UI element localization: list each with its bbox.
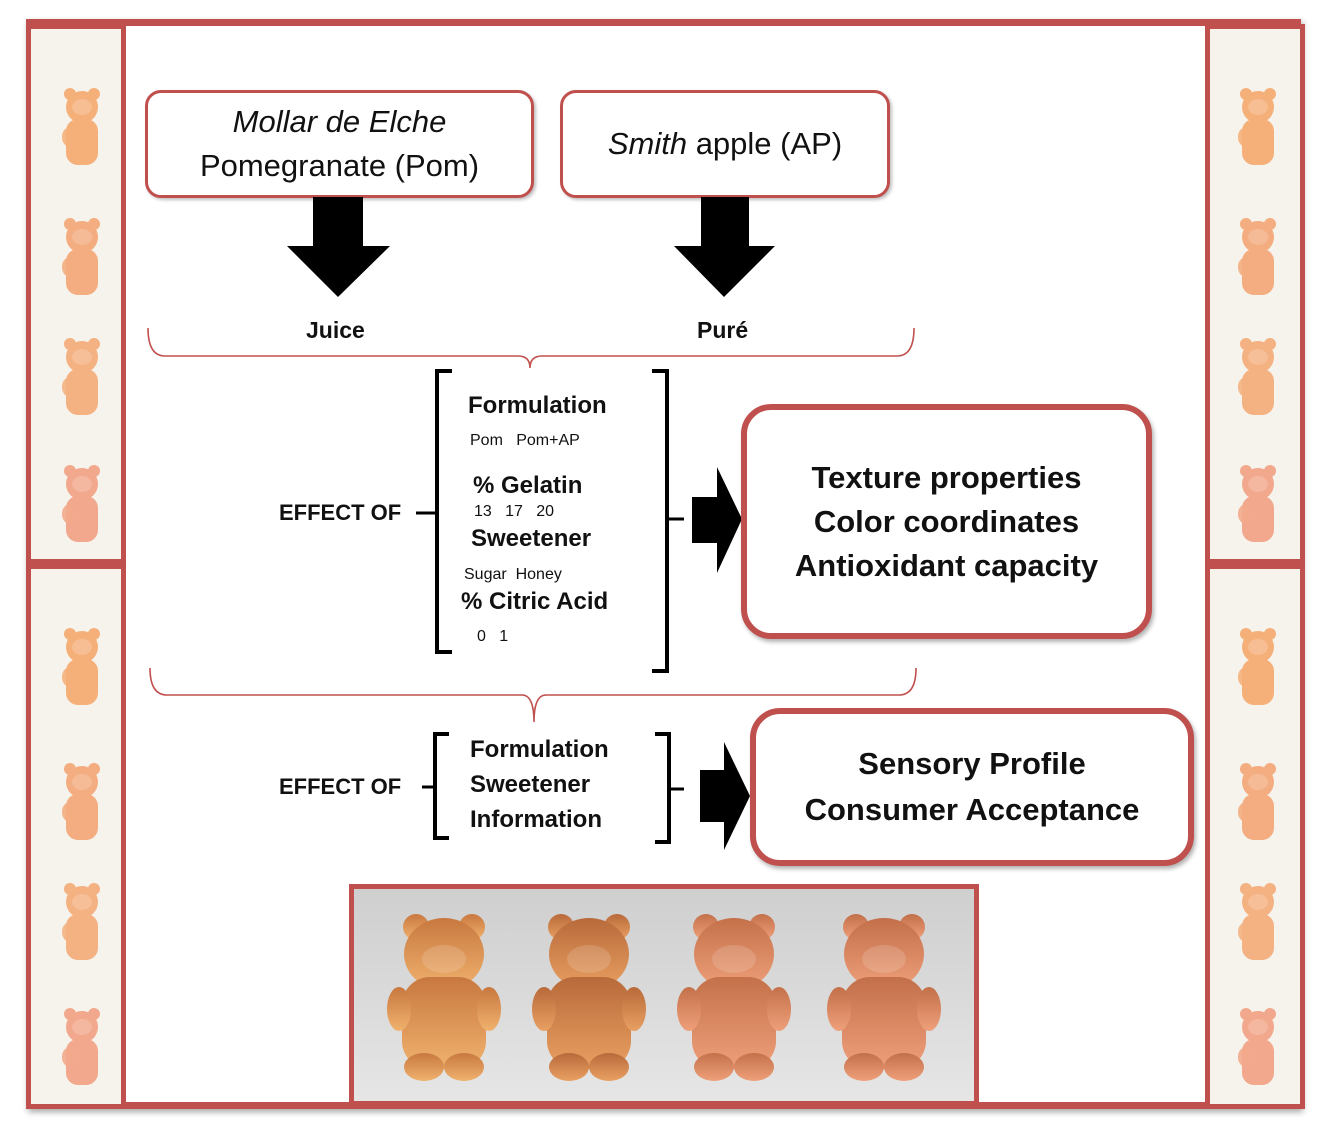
right-bracket-1 <box>652 369 669 673</box>
gummy-bear-icon <box>62 628 100 705</box>
gummy-bear-icon <box>1238 338 1276 415</box>
pure-label: Puré <box>697 317 749 343</box>
formulation-levels: Pom Pom+AP <box>470 432 580 449</box>
gummy-bear-icon <box>62 763 100 840</box>
arrow-icon <box>692 467 742 573</box>
factor-formulation: Formulation <box>468 392 607 419</box>
left-bracket-1 <box>435 369 452 654</box>
factor-sweetener: Sweetener <box>471 525 592 552</box>
gummy-bear-icon <box>1238 883 1276 960</box>
factor2-formulation: Formulation <box>470 736 609 763</box>
gummy-bear-icon <box>1238 1008 1276 1085</box>
pomegranate-label: Pomegranate (Pom) <box>199 148 480 183</box>
gummy-bear-icon <box>62 465 100 542</box>
sweetener-levels: Sugar Honey <box>464 566 562 583</box>
pomegranate-box: Mollar de Elche Pomegranate (Pom) <box>145 90 534 198</box>
gummy-bear-icon <box>1238 628 1276 705</box>
factor-gelatin: % Gelatin <box>473 472 583 499</box>
gummy-bear-icon <box>62 88 100 165</box>
right-bracket-2 <box>655 732 671 844</box>
apple-box: Smith apple (AP) <box>560 90 890 198</box>
arrow-icon <box>700 742 750 850</box>
outcome-acceptance: Consumer Acceptance <box>804 792 1140 827</box>
gummy-bear-icon <box>827 914 941 1081</box>
brace-bottom <box>149 667 917 723</box>
outcome-color: Color coordinates <box>813 503 1080 539</box>
factor2-information: Information <box>470 806 602 833</box>
arrow-icon <box>674 197 775 297</box>
gummy-bear-icon <box>532 914 646 1081</box>
juice-label: Juice <box>306 317 365 343</box>
factor-citric-acid: % Citric Acid <box>461 588 609 615</box>
effect-of-label-2: EFFECT OF <box>279 774 402 799</box>
outcome-sensory: Sensory Profile <box>858 746 1086 781</box>
pomegranate-variety: Mollar de Elche <box>232 104 447 139</box>
gummy-bear-icon <box>1238 465 1276 542</box>
gelatin-levels: 13 17 20 <box>474 503 555 520</box>
factor2-sweetener: Sweetener <box>470 771 591 798</box>
gummy-bear-icon <box>1238 218 1276 295</box>
gummy-bear-icon <box>62 1008 100 1085</box>
effect-of-label-1: EFFECT OF <box>279 500 402 525</box>
gummy-bear-icon <box>62 338 100 415</box>
gummy-bear-icon <box>62 218 100 295</box>
outcome-texture: Texture properties <box>811 459 1082 495</box>
gummy-bear-icon <box>387 914 501 1081</box>
left-bracket-2 <box>433 732 449 840</box>
citric-levels: 0 1 <box>477 628 509 645</box>
brace-top <box>147 327 915 369</box>
gummy-bear-icon <box>1238 763 1276 840</box>
gummy-bear-icon <box>62 883 100 960</box>
gummy-bear-icon <box>1238 88 1276 165</box>
outcome-antioxidant: Antioxidant capacity <box>794 547 1099 583</box>
outcomes-box-2: Sensory Profile Consumer Acceptance <box>750 708 1194 866</box>
gummy-bear-icon <box>677 914 791 1081</box>
apple-variety: Smith <box>607 126 688 161</box>
gummy-bears-photo <box>349 884 979 1106</box>
gummy-bears-illustration <box>387 914 941 1081</box>
apple-label: apple (AP) <box>687 126 843 161</box>
outcomes-box-1: Texture properties Color coordinates Ant… <box>741 404 1152 639</box>
arrow-icon <box>287 197 390 297</box>
